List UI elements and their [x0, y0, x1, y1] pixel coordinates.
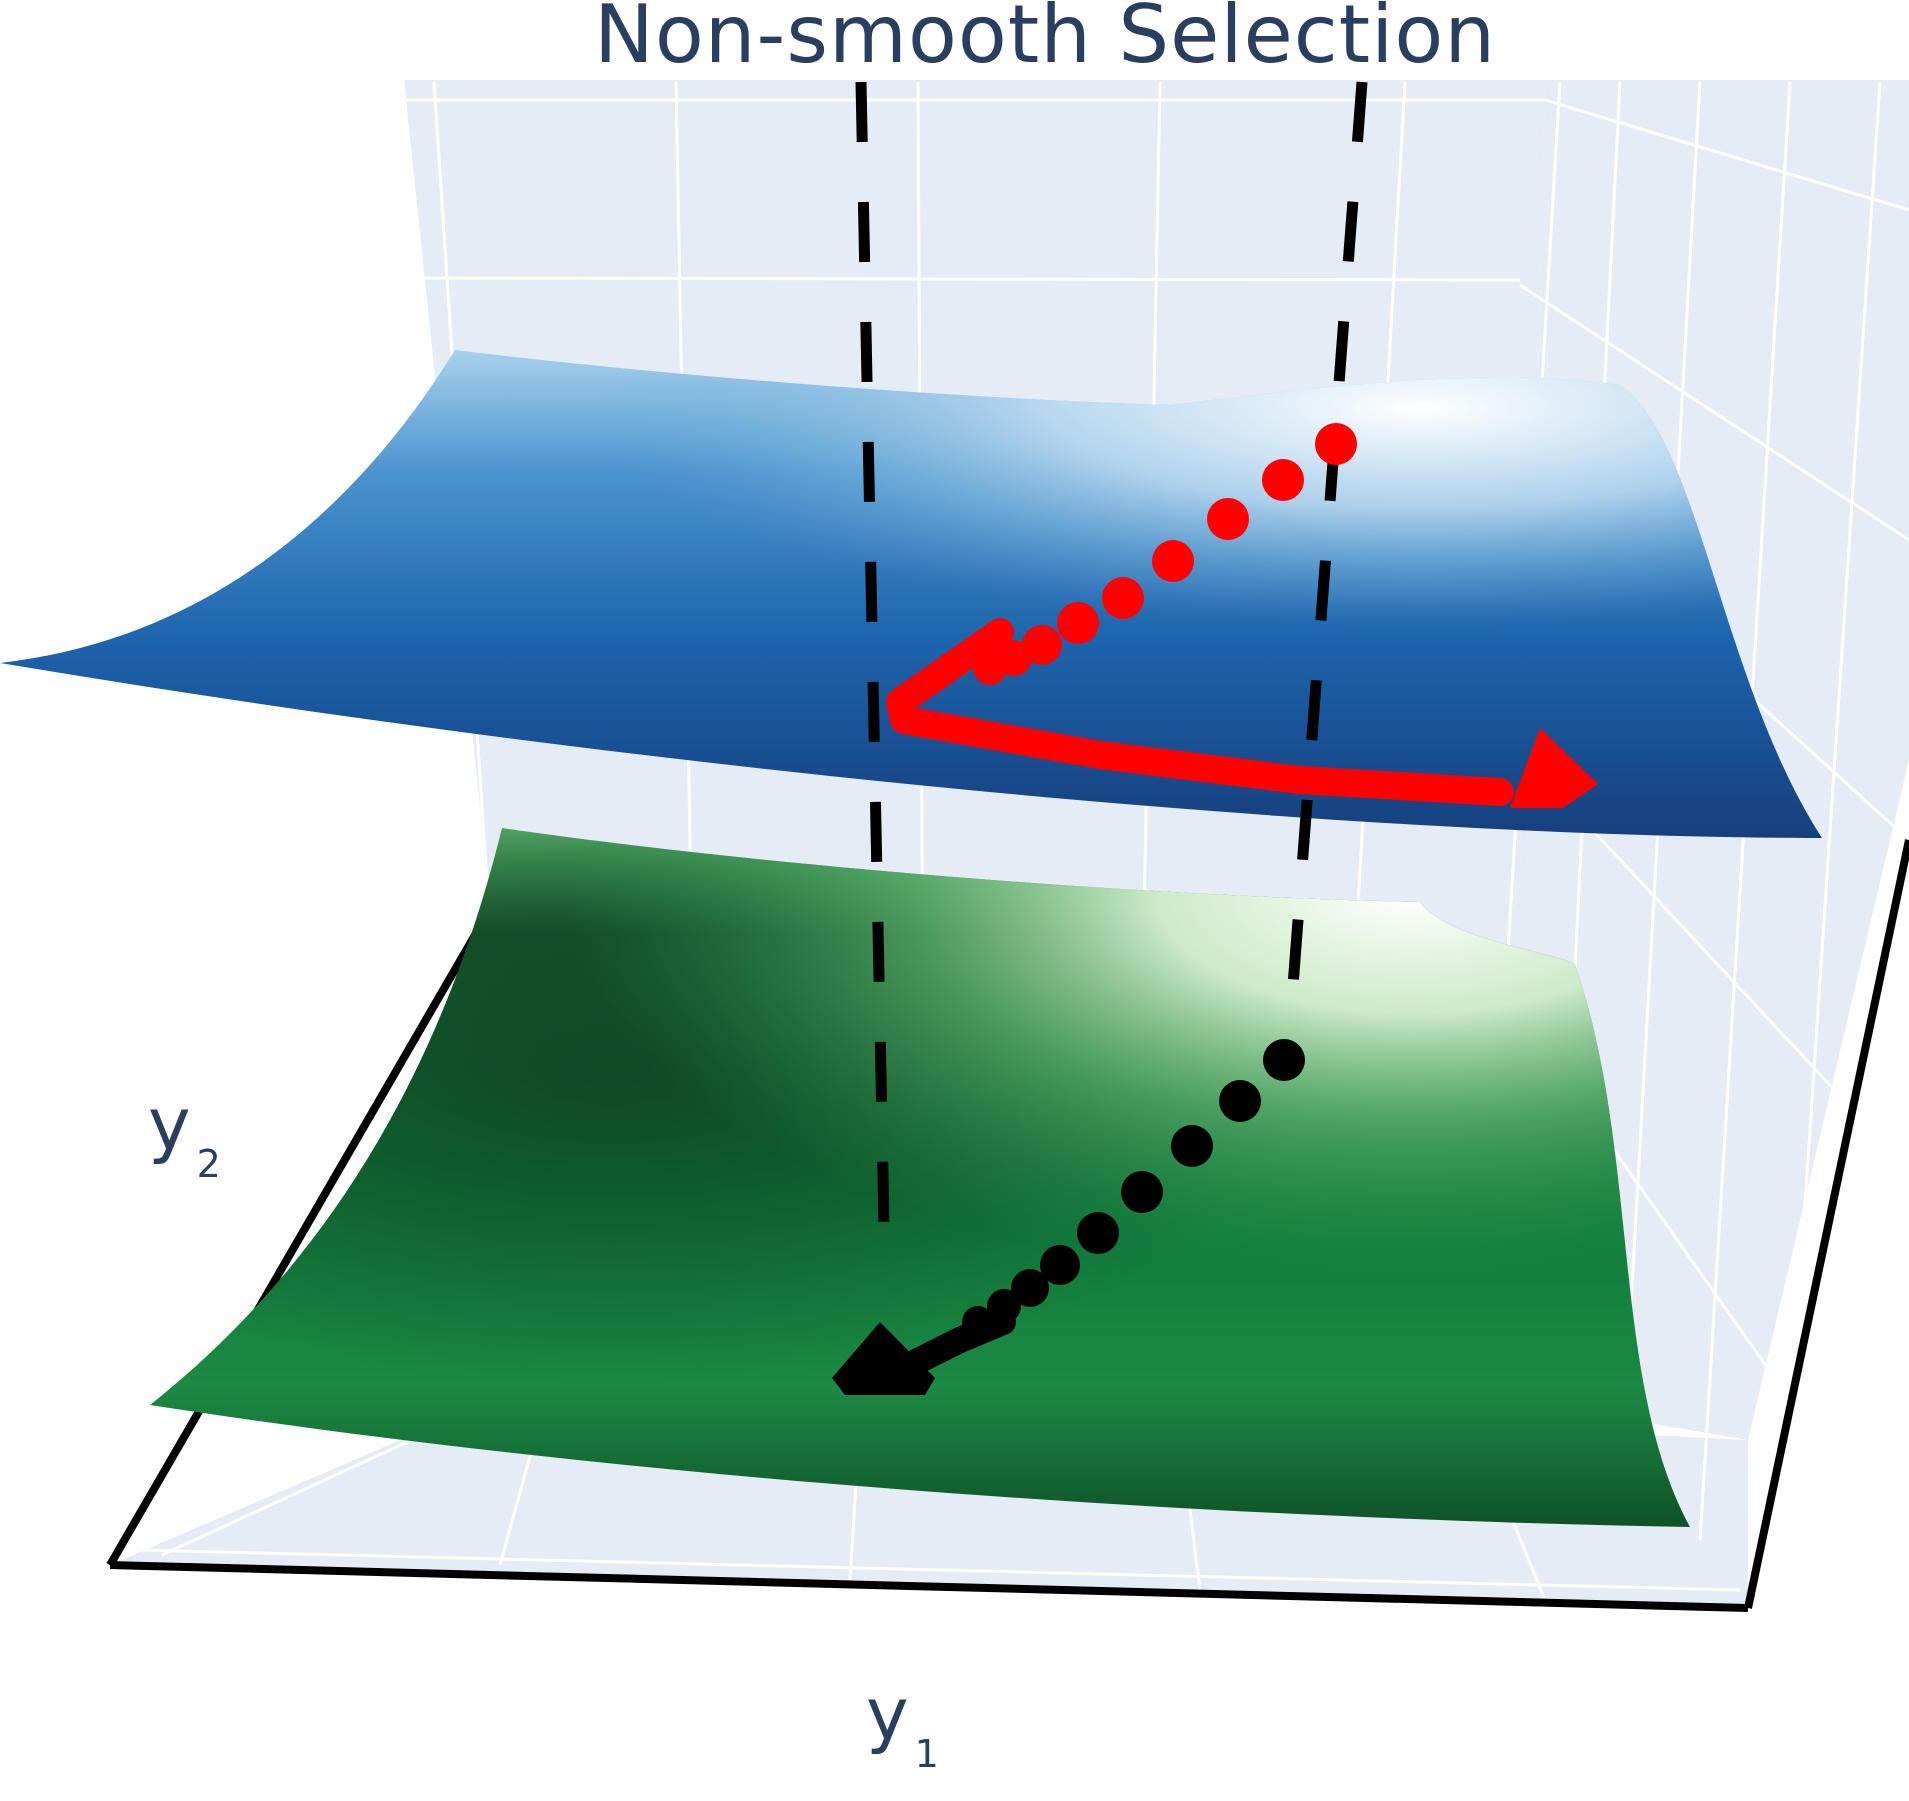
x-axis-label-subscript: 1 — [914, 1732, 939, 1776]
black-marker — [1219, 1080, 1261, 1122]
red-marker — [1022, 625, 1062, 665]
black-marker — [1263, 1039, 1305, 1081]
red-trajectory-line — [886, 618, 1514, 806]
black-marker — [987, 1289, 1021, 1323]
trajectory-black — [832, 1039, 1305, 1395]
red-marker — [1102, 577, 1144, 619]
y-axis-label-main: y — [148, 1082, 191, 1166]
surface-lower — [150, 828, 1690, 1527]
black-marker — [1040, 1245, 1080, 1285]
dashed-lines — [855, 81, 1368, 1276]
x-axis-label-main: y — [866, 1672, 909, 1756]
axis-frame — [106, 839, 1909, 1612]
chart-title: Non-smooth Selection — [593, 0, 1497, 81]
dashed-line-left — [855, 81, 891, 1276]
black-marker — [1171, 1125, 1213, 1167]
trajectory-red — [886, 423, 1598, 808]
black-marker — [1077, 1212, 1119, 1254]
black-marker — [962, 1306, 994, 1338]
red-marker — [1315, 423, 1357, 465]
y-axis-label-subscript: 2 — [196, 1142, 221, 1186]
red-marker — [1057, 602, 1099, 644]
dashed-line-right — [1284, 81, 1368, 1026]
red-marker — [1262, 459, 1304, 501]
black-arrow-head — [832, 1322, 935, 1395]
black-marker — [1121, 1171, 1163, 1213]
red-marker — [973, 651, 1007, 685]
surface-upper — [0, 350, 1822, 838]
red-marker — [1152, 540, 1194, 582]
black-marker — [1011, 1269, 1049, 1307]
red-arrow-head — [1510, 728, 1598, 808]
red-marker — [1207, 498, 1249, 540]
